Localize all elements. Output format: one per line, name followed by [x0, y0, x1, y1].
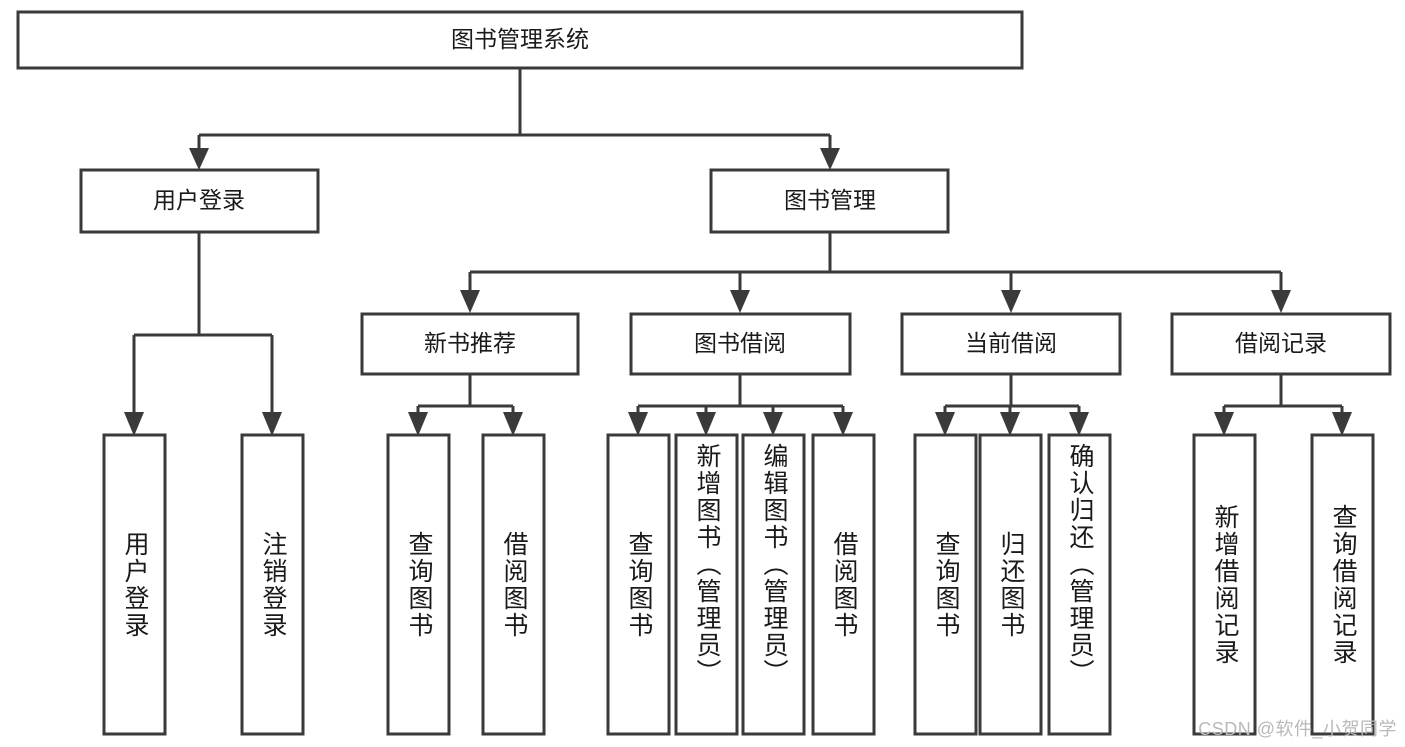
arrow-head-ul-leaf-2 [262, 412, 282, 436]
arrow-head-l3-4 [1271, 290, 1291, 313]
leaf-label-newbook-query: 查询图书 [405, 530, 433, 639]
leaf-box-currentborrow-query[interactable] [913, 433, 978, 736]
leaf-box-newbook-borrow[interactable] [481, 433, 546, 736]
leaf-label-newbook-borrow: 借阅图书 [500, 530, 528, 639]
watermark-text: CSDN @软件_小贺同学 [1198, 719, 1397, 739]
node-box-book-management[interactable] [709, 168, 950, 234]
connector-group-user-login [124, 232, 282, 436]
leaf-box-newbook-query[interactable] [386, 433, 451, 736]
node-box-book-borrow[interactable] [629, 312, 852, 376]
leaf-box-user-login-logout[interactable] [240, 433, 305, 736]
leaf-box-user-login-login[interactable] [102, 433, 167, 736]
leaf-box-bookborrow-add[interactable] [674, 433, 739, 736]
arrow-head-l3-1 [460, 290, 480, 313]
node-box-user-login[interactable] [79, 168, 320, 234]
leaf-box-record-query[interactable] [1310, 433, 1375, 736]
node-label-current-borrow: 当前借阅 [965, 330, 1057, 356]
arrow-head-book-mgmt [820, 148, 840, 170]
leaf-box-bookborrow-query[interactable] [606, 433, 671, 736]
leaf-label-bookborrow-borrow: 借阅图书 [830, 530, 858, 639]
leaf-label-user-login-login: 用户登录 [121, 530, 149, 639]
leaf-label-currentborrow-query: 查询图书 [932, 530, 960, 639]
arrow-head-user-login [189, 148, 209, 170]
node-box-new-book-recommend[interactable] [360, 312, 580, 376]
arrow-head-cb-leaf-2 [1000, 412, 1020, 436]
connector-group-new-book [408, 374, 523, 436]
node-box-current-borrow[interactable] [900, 312, 1122, 376]
leaf-label-bookborrow-query: 查询图书 [625, 530, 653, 639]
leaf-label-currentborrow-confirm: 确认归还（管理员） [1066, 443, 1094, 686]
arrow-head-nb-leaf-1 [408, 412, 428, 436]
node-label-borrow-record: 借阅记录 [1235, 330, 1327, 356]
arrow-head-l3-2 [730, 290, 750, 313]
leaf-label-bookborrow-add: 新增图书（管理员） [693, 443, 721, 686]
arrow-head-nb-leaf-2 [503, 412, 523, 436]
arrow-head-br-leaf-2 [1332, 412, 1352, 436]
arrow-head-bb-leaf-4 [833, 412, 853, 436]
arrow-head-bb-leaf-2 [696, 412, 716, 436]
leaf-label-record-add: 新增借阅记录 [1211, 503, 1239, 666]
arrow-head-cb-leaf-3 [1069, 412, 1089, 436]
arrow-head-bb-leaf-3 [763, 412, 783, 436]
leaf-label-user-login-logout: 注销登录 [259, 530, 287, 639]
leaf-label-currentborrow-return: 归还图书 [997, 530, 1025, 639]
connector-group-current-borrow [935, 374, 1089, 436]
leaf-box-bookborrow-borrow[interactable] [811, 433, 876, 736]
leaf-box-record-add[interactable] [1192, 433, 1257, 736]
leaf-label-bookborrow-edit: 编辑图书（管理员） [760, 443, 788, 686]
connector-group-book-mgmt [460, 232, 1291, 313]
connector-group-book-borrow [628, 374, 853, 436]
node-label-book-borrow: 图书借阅 [694, 330, 786, 356]
leaf-label-record-query: 查询借阅记录 [1329, 503, 1357, 666]
arrow-head-bb-leaf-1 [628, 412, 648, 436]
node-box-root[interactable] [16, 10, 1024, 70]
node-label-user-login: 用户登录 [153, 187, 245, 213]
arrow-head-ul-leaf-1 [124, 412, 144, 436]
arrow-head-br-leaf-1 [1214, 412, 1234, 436]
node-label-new-book-recommend: 新书推荐 [424, 330, 516, 356]
node-label-book-management: 图书管理 [784, 187, 876, 213]
leaf-box-currentborrow-return[interactable] [978, 433, 1043, 736]
connector-group-root [189, 68, 840, 170]
arrow-head-l3-3 [1001, 290, 1021, 313]
node-label-root: 图书管理系统 [451, 26, 589, 52]
node-box-borrow-record[interactable] [1170, 312, 1392, 376]
connector-group-borrow-record [1214, 374, 1352, 436]
arrow-head-cb-leaf-1 [935, 412, 955, 436]
leaf-box-bookborrow-edit[interactable] [741, 433, 806, 736]
leaf-box-currentborrow-confirm[interactable] [1047, 433, 1112, 736]
